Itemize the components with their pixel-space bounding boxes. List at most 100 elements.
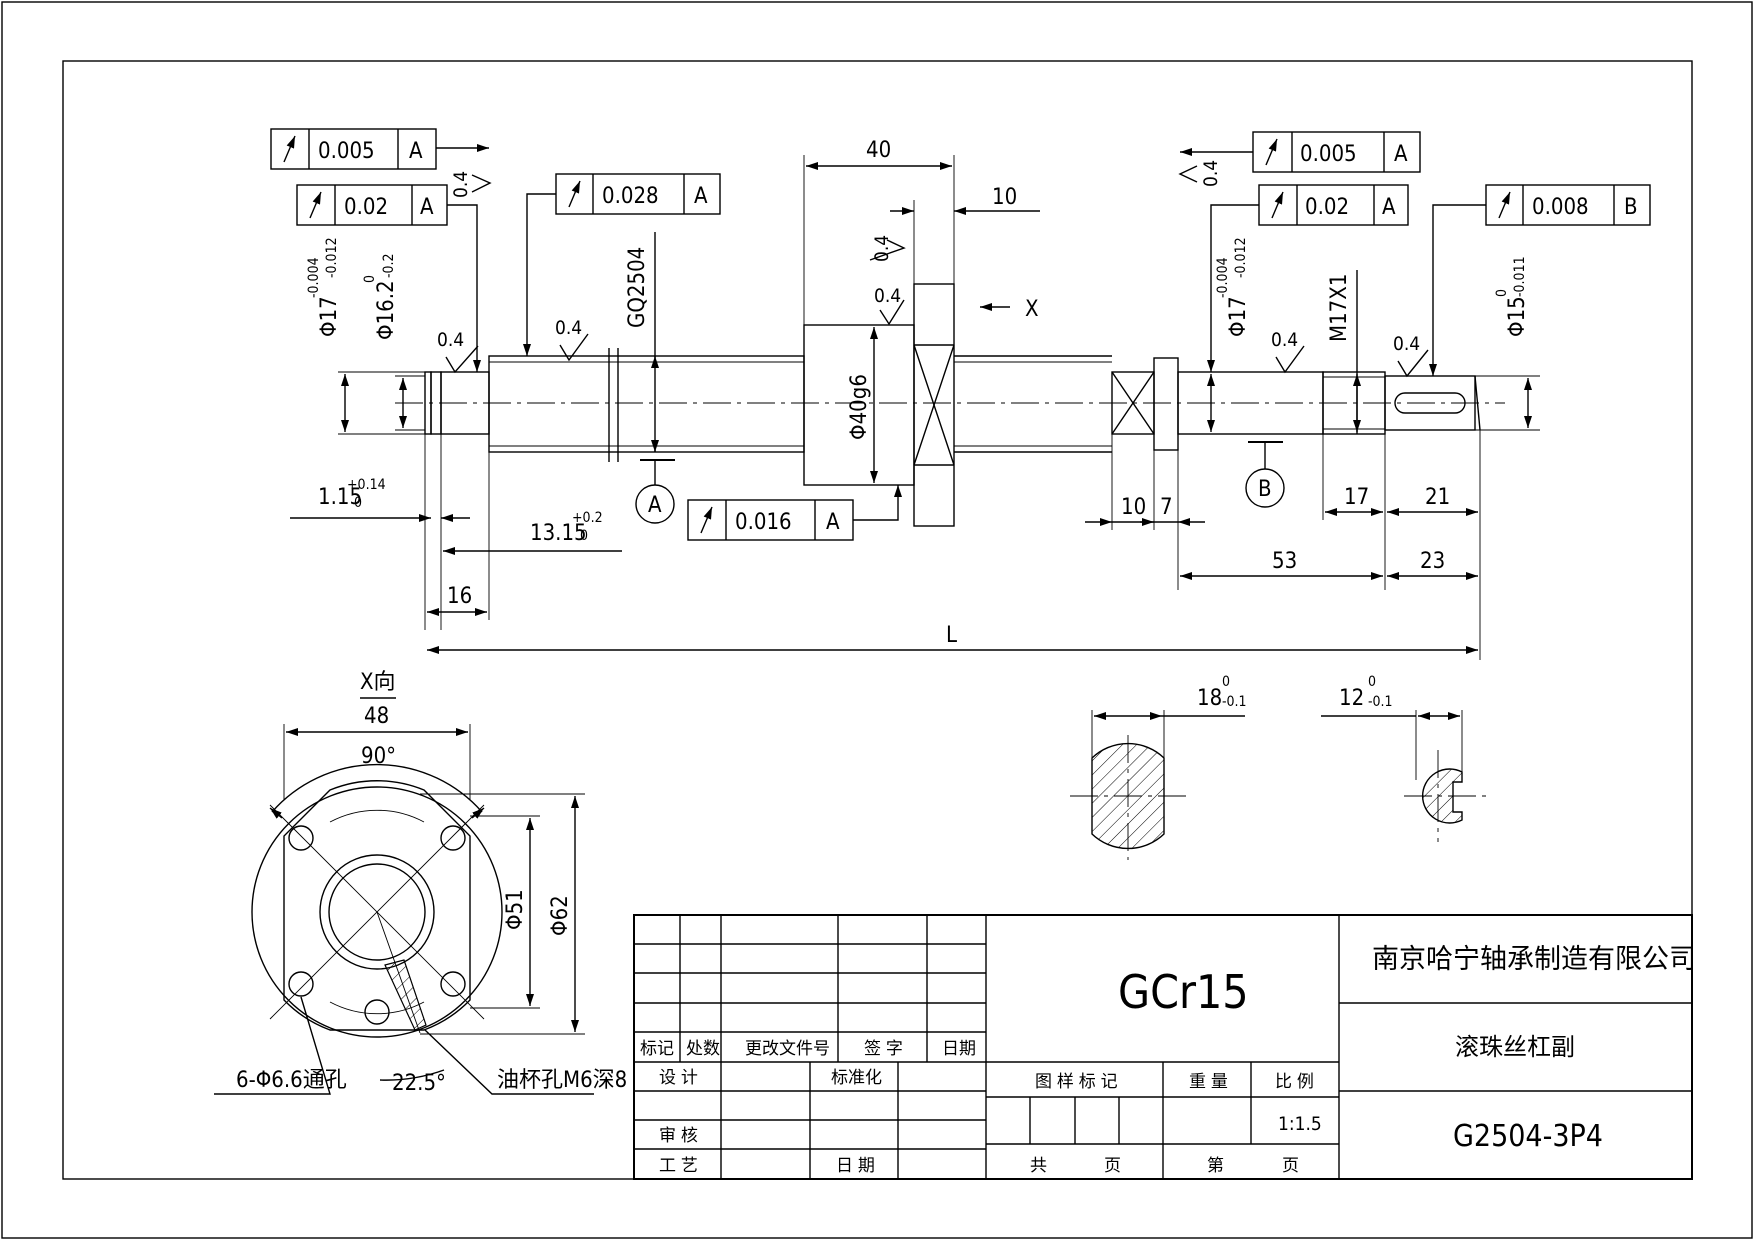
- datum-b-symbol: B: [1245, 441, 1285, 508]
- svg-text:0.4: 0.4: [871, 235, 893, 262]
- svg-text:0.4: 0.4: [1200, 160, 1222, 187]
- svg-text:0.4: 0.4: [1393, 333, 1420, 355]
- svg-text:标记: 标记: [640, 1039, 674, 1059]
- svg-text:0.4: 0.4: [555, 317, 582, 339]
- svg-text:-0.2: -0.2: [381, 253, 397, 278]
- roughness-symbols: 0.4 0.4 0.4 0.4 0.4 0.4 0.4 0.4: [437, 160, 1429, 378]
- svg-text:Φ17: Φ17: [1226, 296, 1251, 337]
- svg-text:0.02: 0.02: [1305, 195, 1349, 220]
- svg-text:南京哈宁轴承制造有限公司: 南京哈宁轴承制造有限公司: [1372, 944, 1696, 975]
- svg-text:Φ16.2: Φ16.2: [374, 280, 399, 340]
- svg-text:0.008: 0.008: [1532, 195, 1589, 220]
- inner-frame: [62, 60, 1693, 1180]
- fcf-left-second: 0.02 A: [296, 184, 481, 372]
- svg-text:A: A: [826, 510, 840, 535]
- svg-text:1:1.5: 1:1.5: [1278, 1113, 1322, 1135]
- svg-text:图 样 标 记: 图 样 标 记: [1035, 1072, 1118, 1092]
- flange-x-view: X向 48 90° Φ51 Φ62 6-Φ6.6通孔: [214, 670, 627, 1096]
- svg-text:审 核: 审 核: [659, 1126, 698, 1146]
- svg-text:A: A: [1394, 142, 1408, 167]
- svg-text:GCr15: GCr15: [1118, 965, 1249, 1019]
- svg-text:+0.14: +0.14: [347, 477, 386, 493]
- svg-text:A: A: [648, 493, 662, 518]
- fcf-right-second: 0.02 A: [1207, 184, 1409, 372]
- svg-text:-0.012: -0.012: [1233, 237, 1249, 278]
- svg-text:0.02: 0.02: [344, 195, 388, 220]
- svg-text:日 期: 日 期: [836, 1156, 875, 1176]
- svg-text:滚珠丝杠副: 滚珠丝杠副: [1455, 1033, 1575, 1061]
- svg-text:17: 17: [1344, 485, 1369, 510]
- svg-text:6-Φ6.6通孔: 6-Φ6.6通孔: [236, 1068, 347, 1093]
- diameter-labels: Φ17 -0.004 -0.012 Φ16.2 0 -0.2 GQ2504 Φ4…: [306, 232, 1540, 483]
- svg-text:Φ51: Φ51: [503, 889, 528, 930]
- svg-text:0.4: 0.4: [450, 171, 472, 198]
- svg-text:0.016: 0.016: [735, 510, 792, 535]
- svg-text:48: 48: [364, 704, 389, 729]
- svg-text:40: 40: [866, 138, 891, 163]
- svg-text:油杯孔M6深8: 油杯孔M6深8: [497, 1068, 627, 1093]
- svg-text:0: 0: [362, 275, 378, 283]
- svg-text:A: A: [1382, 195, 1396, 220]
- svg-text:0: 0: [580, 528, 588, 544]
- svg-text:10: 10: [1121, 495, 1146, 520]
- svg-text:13.15: 13.15: [530, 521, 587, 546]
- fcf-right-end: 0.008 B: [1429, 184, 1651, 376]
- svg-text:GQ2504: GQ2504: [625, 247, 650, 328]
- svg-text:23: 23: [1420, 549, 1445, 574]
- svg-text:X向: X向: [360, 670, 396, 695]
- fcf-right-top: 0.005 A: [1180, 131, 1421, 173]
- svg-text:A: A: [409, 139, 423, 164]
- svg-text:10: 10: [992, 185, 1017, 210]
- svg-text:0: 0: [1494, 289, 1510, 297]
- svg-text:B: B: [1258, 477, 1272, 502]
- svg-text:-0.1: -0.1: [1222, 694, 1247, 710]
- svg-text:标准化: 标准化: [831, 1068, 882, 1088]
- svg-text:X: X: [1025, 297, 1039, 322]
- svg-text:0.005: 0.005: [1300, 142, 1357, 167]
- svg-text:第: 第: [1207, 1156, 1224, 1176]
- section-12: 12 0 -0.1: [1321, 674, 1488, 842]
- svg-text:日期: 日期: [942, 1039, 976, 1059]
- svg-text:工 艺: 工 艺: [659, 1156, 698, 1176]
- svg-text:0: 0: [1368, 674, 1376, 690]
- svg-text:签 字: 签 字: [864, 1039, 903, 1059]
- svg-text:0: 0: [354, 495, 362, 511]
- svg-text:53: 53: [1272, 549, 1297, 574]
- section-18: 18 0 -0.1: [1070, 674, 1247, 860]
- svg-text:Φ62: Φ62: [548, 895, 573, 936]
- svg-text:-0.011: -0.011: [1512, 256, 1528, 297]
- horizontal-dimensions: 40 10 1.15 +0.14 0 13.15 +0.2 0 16 L: [290, 138, 1481, 660]
- fcf-nut: 0.016 A: [687, 485, 902, 541]
- view-arrow-x: X: [980, 297, 1039, 322]
- svg-text:18: 18: [1197, 686, 1222, 711]
- svg-text:0: 0: [1222, 674, 1230, 690]
- svg-text:G2504-3P4: G2504-3P4: [1453, 1119, 1603, 1154]
- svg-text:A: A: [694, 184, 708, 209]
- svg-text:+0.2: +0.2: [572, 510, 603, 526]
- svg-text:L: L: [946, 623, 957, 648]
- svg-text:0.005: 0.005: [318, 139, 375, 164]
- svg-text:Φ15: Φ15: [1505, 296, 1530, 337]
- svg-text:21: 21: [1425, 485, 1450, 510]
- svg-text:0.028: 0.028: [602, 184, 659, 209]
- svg-text:0.4: 0.4: [874, 285, 901, 307]
- fcf-left-top: 0.005 A: [270, 128, 489, 170]
- svg-text:处数: 处数: [686, 1039, 720, 1059]
- svg-text:重 量: 重 量: [1189, 1072, 1228, 1092]
- svg-text:页: 页: [1104, 1156, 1121, 1176]
- svg-text:A: A: [420, 195, 434, 220]
- svg-text:共: 共: [1030, 1156, 1047, 1176]
- svg-text:-0.012: -0.012: [324, 237, 340, 278]
- shaft-main-view: [395, 283, 1505, 527]
- datum-a-symbol: A: [635, 459, 675, 524]
- svg-text:Φ40g6: Φ40g6: [847, 374, 872, 440]
- svg-text:-0.004: -0.004: [1215, 257, 1231, 298]
- svg-text:M17X1: M17X1: [1327, 274, 1352, 342]
- svg-text:设 计: 设 计: [659, 1068, 698, 1088]
- svg-text:16: 16: [447, 584, 472, 609]
- svg-text:-0.1: -0.1: [1368, 694, 1393, 710]
- title-block: 标记 处数 更改文件号 签 字 日期 设 计 标准化 审 核 工 艺 日 期 G…: [633, 914, 1696, 1180]
- svg-text:Φ17: Φ17: [317, 296, 342, 337]
